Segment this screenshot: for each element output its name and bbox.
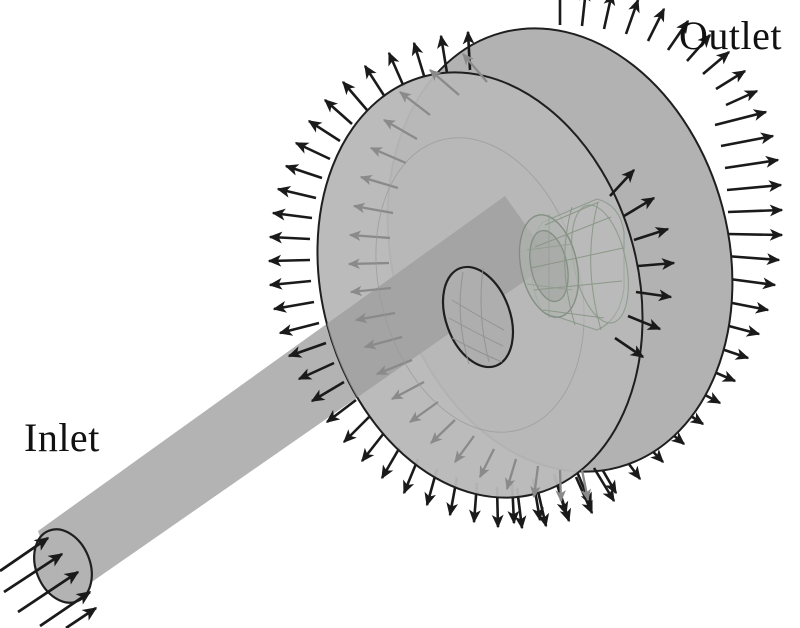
arrow [614, 336, 645, 359]
central-hub-group [518, 198, 629, 331]
arrow [592, 467, 616, 503]
arrow [307, 119, 341, 143]
arrow [478, 448, 496, 479]
arrow [363, 64, 387, 98]
arrow [725, 89, 759, 107]
arrow [725, 253, 781, 266]
arrow [3, 552, 64, 594]
arrow [360, 432, 386, 463]
arrow [624, 0, 640, 35]
pipe-exit-hole-mesh [448, 267, 505, 365]
front-disc-surface-arrow-field [347, 53, 592, 503]
arrow [349, 285, 392, 297]
arrow [323, 99, 353, 125]
arrow [505, 458, 518, 491]
arrow [555, 469, 566, 503]
arrow [287, 341, 327, 358]
arrow [17, 570, 80, 614]
arrow [411, 41, 427, 80]
arrow [715, 69, 747, 91]
inlet-mouth-group [0, 528, 98, 628]
arrow [429, 69, 460, 96]
arrow [714, 109, 768, 127]
inlet-arrow-field [0, 536, 98, 628]
arrow [375, 358, 413, 376]
arrow [430, 419, 456, 444]
arrow [437, 34, 449, 74]
arrow [268, 277, 312, 290]
arrow [720, 132, 775, 148]
arrow [627, 314, 662, 331]
arrow [268, 231, 311, 244]
arrow [578, 0, 591, 27]
arrow [297, 361, 335, 381]
arrow [637, 258, 676, 270]
hub-rim-arrow-field [609, 169, 676, 359]
outlet-label: Outlet [679, 13, 782, 58]
arrow [380, 446, 402, 480]
arrow [727, 228, 784, 241]
arrow [354, 311, 396, 324]
arrow [635, 289, 673, 302]
arrow [325, 398, 357, 424]
arrow [530, 465, 541, 499]
arrow [278, 321, 320, 336]
arrow [65, 606, 98, 628]
arrow [348, 230, 391, 242]
inlet-label: Inlet [24, 415, 100, 460]
arrow [399, 91, 431, 116]
arrow [724, 155, 780, 170]
arrow [666, 19, 690, 51]
arrow [347, 258, 390, 269]
arrow [0, 536, 50, 573]
arrow [363, 335, 403, 350]
arrow [284, 164, 323, 180]
arrow [271, 208, 313, 221]
arrow [359, 175, 399, 190]
arrow [623, 196, 656, 218]
arrow [454, 435, 475, 463]
arrow [387, 51, 406, 88]
arrow [602, 0, 616, 30]
arrow [646, 7, 666, 42]
arrow [342, 80, 368, 111]
arrow [272, 300, 315, 313]
arrow [462, 53, 488, 83]
arrow [369, 146, 407, 165]
arrow [686, 33, 711, 62]
arrow [343, 416, 370, 443]
arrow [390, 380, 425, 401]
arrow [609, 169, 635, 197]
arrow [276, 186, 317, 200]
arrow [726, 180, 783, 193]
hub-mesh-ribs [530, 201, 624, 331]
arrow [633, 227, 670, 242]
arrow [409, 401, 439, 423]
arrow [352, 202, 394, 215]
arrow [267, 254, 311, 267]
arrow [294, 141, 331, 161]
arrow [39, 590, 92, 628]
arrow [702, 51, 731, 75]
hub-interior-detail [526, 214, 573, 318]
arrow [580, 469, 592, 502]
arrow [310, 380, 345, 403]
arrow [727, 204, 784, 217]
arrow [382, 119, 418, 140]
